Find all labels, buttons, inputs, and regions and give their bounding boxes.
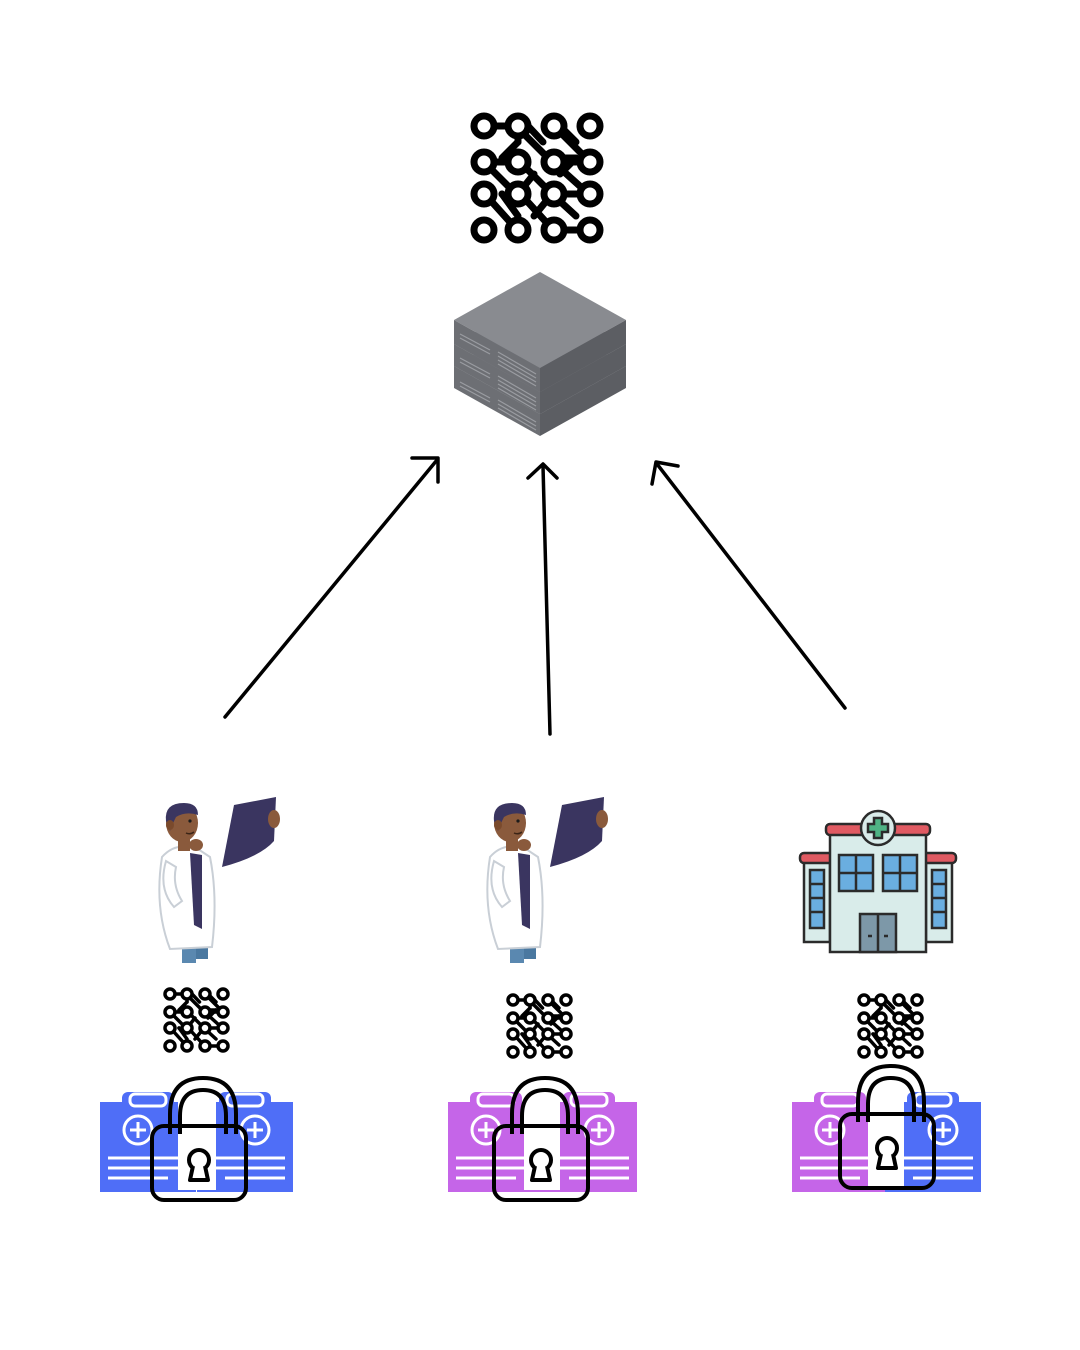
arrow-doctor-2-to-server [526, 462, 559, 736]
arrow-doctor-1-to-server [223, 456, 440, 719]
global-model-icon [474, 116, 600, 240]
server-unit [454, 272, 626, 392]
lock-icon [838, 1064, 936, 1190]
locked-medical-records-icon [100, 1076, 293, 1202]
arrow-hospital-to-server [650, 460, 847, 710]
locked-medical-records-icon [448, 1076, 637, 1202]
doctor-icon [486, 796, 609, 964]
local-model-icon [857, 993, 924, 1059]
doctor-icon [158, 796, 281, 964]
server-stack-icon [454, 272, 626, 436]
locked-medical-records-icon [792, 1064, 981, 1192]
local-model-icon [506, 993, 573, 1059]
local-model-icon [163, 987, 230, 1053]
hospital-icon [798, 809, 958, 954]
